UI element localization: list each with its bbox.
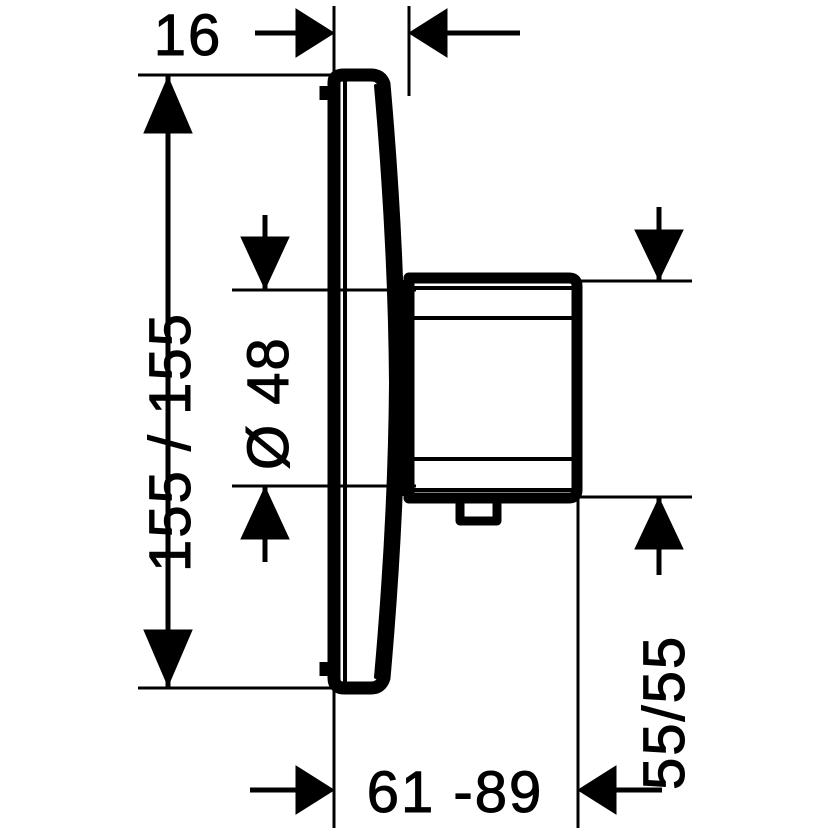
dim-155-arrowhead-bottom bbox=[143, 629, 193, 688]
dim-155-label: 155 / 155 bbox=[138, 312, 203, 572]
dimension-plate-height: 155 / 155 bbox=[138, 75, 204, 688]
dim-6189-arrowhead-left bbox=[295, 765, 335, 815]
product-outline bbox=[319, 68, 583, 695]
dim-55-arrowhead-bottom bbox=[634, 496, 684, 550]
dim-16-arrowhead-right bbox=[408, 8, 448, 58]
dim-16-arrowhead-left bbox=[295, 8, 335, 58]
handle-body bbox=[403, 272, 583, 504]
dimension-handle-offset: 55/55 bbox=[632, 207, 698, 791]
dim-48-arrowhead-top bbox=[240, 236, 290, 291]
dimension-projection-depth: 61 -89 bbox=[250, 760, 662, 826]
dim-155-arrowhead-top bbox=[143, 75, 193, 134]
handle-index-tab bbox=[455, 498, 502, 526]
dim-55-label: 55/55 bbox=[632, 635, 697, 790]
dim-6189-label: 61 -89 bbox=[367, 760, 543, 825]
dim-55-arrowhead-top bbox=[634, 229, 684, 282]
dim-6189-arrowhead-right bbox=[577, 765, 617, 815]
escutcheon-plate-inner-edge bbox=[374, 84, 393, 679]
extension-lines bbox=[332, 6, 580, 828]
dim-16-label: 16 bbox=[154, 3, 223, 68]
dimension-handle-diameter: Ø 48 bbox=[236, 215, 302, 562]
dim-48-arrowhead-bottom bbox=[240, 485, 290, 540]
dim-48-label: Ø 48 bbox=[236, 336, 301, 470]
horizontal-extension-lines bbox=[138, 73, 692, 690]
dimension-plate-thickness: 16 bbox=[153, 3, 520, 69]
